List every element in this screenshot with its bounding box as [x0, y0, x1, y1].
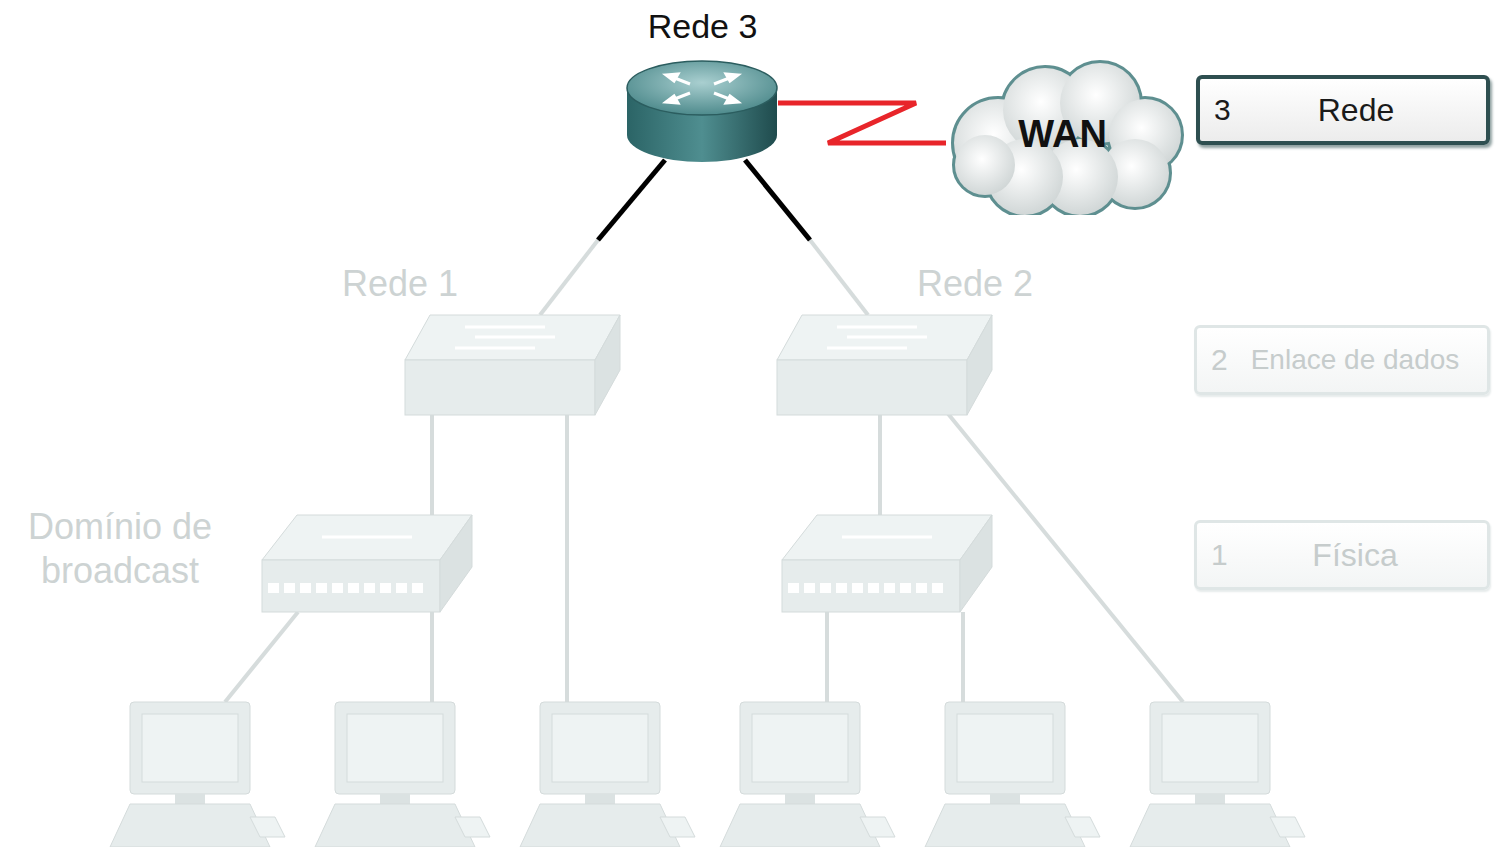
hub-symbol	[262, 515, 472, 612]
devices	[110, 315, 1305, 847]
router-label: Rede 3	[625, 4, 780, 48]
layer-name: Física	[1237, 537, 1473, 574]
router-symbol	[627, 61, 777, 162]
layer-box: 2Enlace de dados	[1194, 325, 1490, 395]
computer-symbol	[315, 702, 490, 847]
lan-cables	[225, 240, 1183, 702]
network-label: Rede 1	[300, 262, 500, 306]
broadcast-domain-label: Domínio de broadcast	[5, 505, 235, 593]
computer-symbol	[1130, 702, 1305, 847]
layer-name: Enlace de dados	[1237, 344, 1473, 376]
hub-symbol	[782, 515, 992, 612]
switch-symbol	[405, 315, 620, 415]
layer-number: 1	[1211, 538, 1237, 572]
network-label: Rede 2	[875, 262, 1075, 306]
layer-box: 3Rede	[1196, 75, 1490, 145]
layer-name: Rede	[1240, 92, 1472, 129]
computer-symbol	[925, 702, 1100, 847]
computer-symbol	[720, 702, 895, 847]
computer-symbol	[520, 702, 695, 847]
router-links	[598, 160, 810, 240]
layer-number: 2	[1211, 343, 1237, 377]
wan-cloud: WAN	[940, 55, 1185, 215]
layer-box: 1Física	[1194, 520, 1490, 590]
router-node: Rede 3	[625, 4, 780, 164]
switch-symbol	[777, 315, 992, 415]
wan-serial-link	[778, 103, 946, 143]
cloud-label: WAN	[1018, 113, 1107, 156]
computer-symbol	[110, 702, 285, 847]
layer-number: 3	[1214, 93, 1240, 127]
